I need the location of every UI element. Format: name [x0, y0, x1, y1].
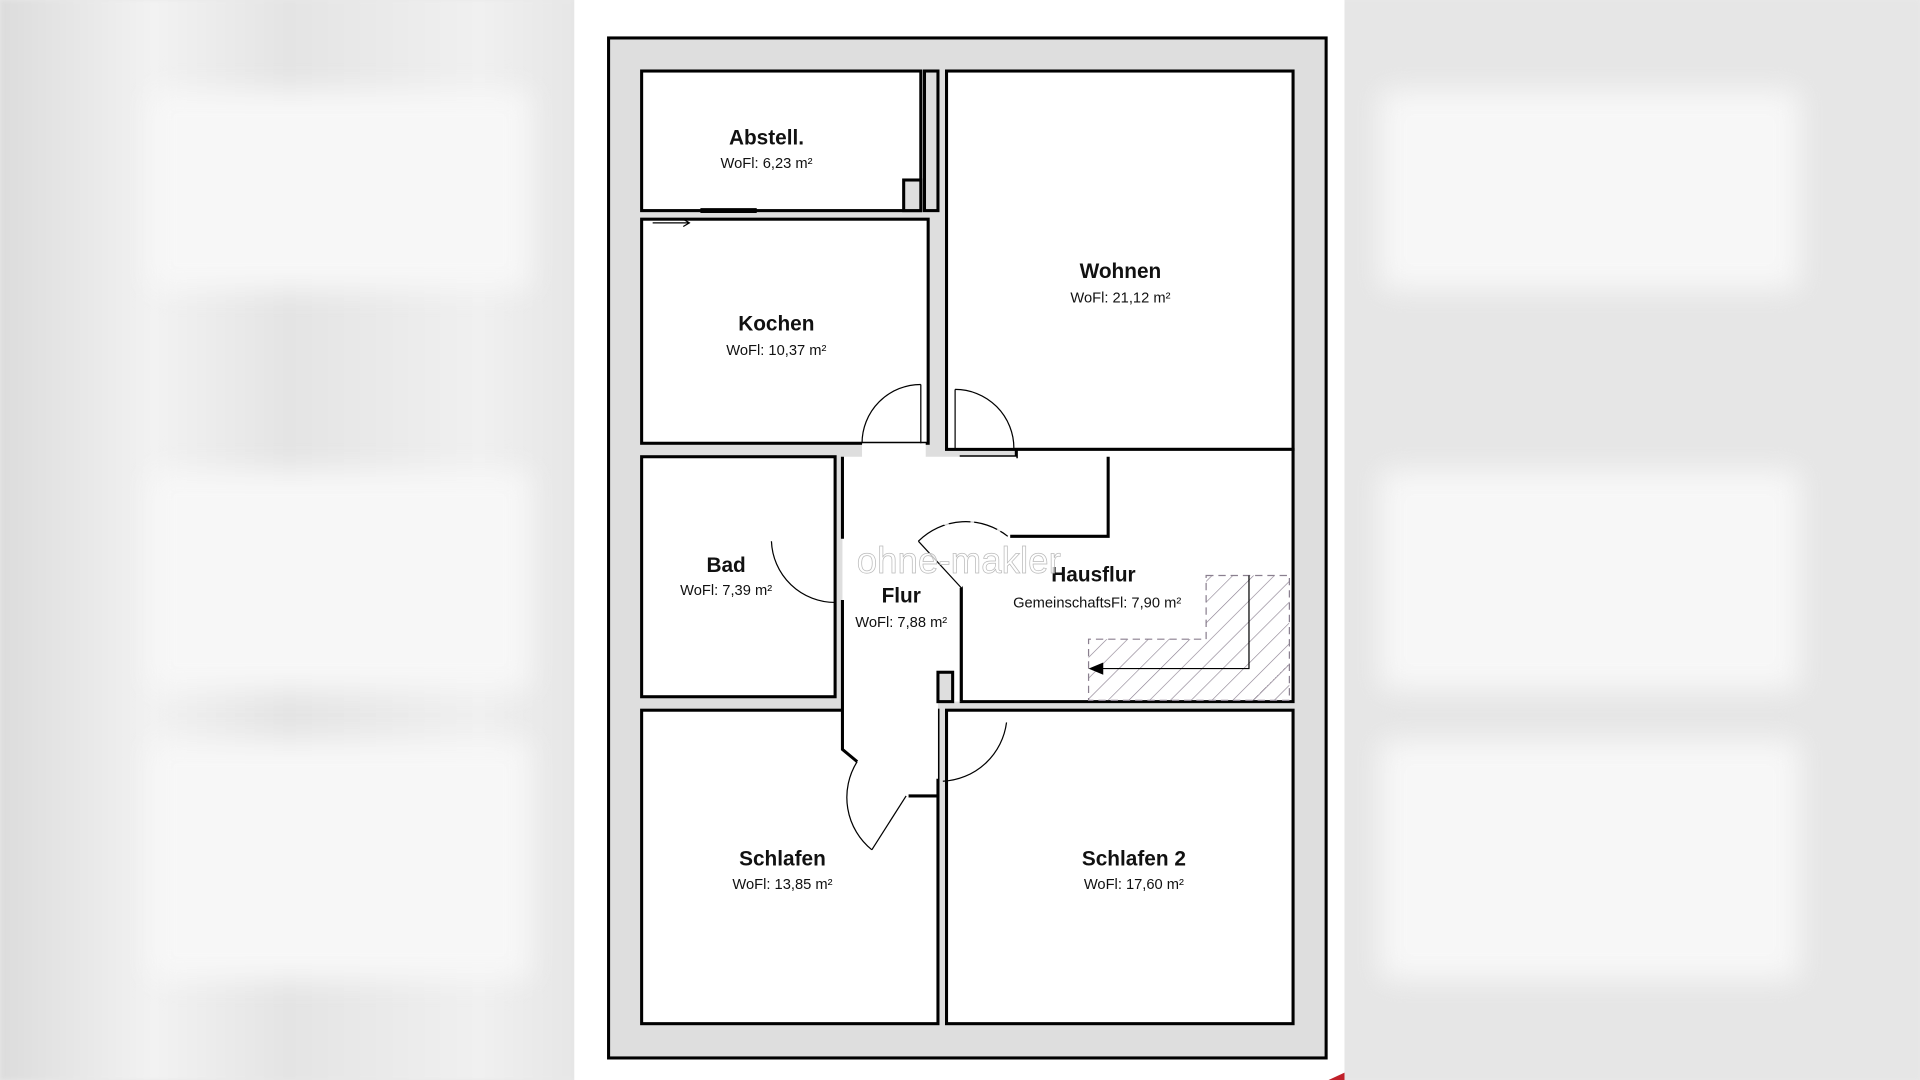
room-label: Bad [706, 554, 745, 577]
room-schlafen-2 [945, 708, 1295, 1026]
room-wohnen [945, 69, 1295, 451]
room-label: Schlafen 2 [1082, 848, 1186, 871]
room-area: WoFl: 6,23 m² [721, 156, 813, 172]
stairs-arrow-icon [1088, 662, 1104, 675]
room-area: WoFl: 13,85 m² [732, 877, 832, 893]
room-area: WoFl: 21,12 m² [1070, 290, 1170, 306]
room-bad [640, 455, 837, 699]
room-area: GemeinschaftsFl: 7,90 m² [1013, 595, 1181, 611]
blurred-background-panel [150, 470, 530, 690]
room-kochen [640, 217, 930, 445]
room-label: Wohnen [1080, 260, 1162, 283]
room-abstell [640, 69, 923, 213]
watermark-logo: ohne-makler [856, 499, 1061, 581]
room-area: WoFl: 7,88 m² [855, 615, 947, 631]
room-label: Schlafen [739, 848, 826, 871]
room-area: WoFl: 17,60 m² [1084, 877, 1184, 893]
room-label: Flur [882, 584, 921, 607]
blurred-background-panel [1380, 470, 1800, 690]
room-flur [842, 443, 1109, 796]
room-label: Kochen [738, 313, 814, 336]
blurred-background-panel [150, 740, 530, 980]
watermark-text: ohne-makler [857, 540, 1061, 581]
stairs [1087, 574, 1290, 702]
blurred-background-panel [150, 90, 530, 290]
blurred-background-panel [1380, 90, 1800, 290]
heart-icon [970, 505, 1004, 539]
room-label: Abstell. [729, 126, 804, 149]
blurred-background-panel [1380, 740, 1800, 980]
room-label: Hausflur [1051, 564, 1135, 587]
house-icon [870, 499, 967, 541]
room-area: WoFl: 10,37 m² [726, 343, 826, 359]
room-area: WoFl: 7,39 m² [680, 583, 772, 599]
